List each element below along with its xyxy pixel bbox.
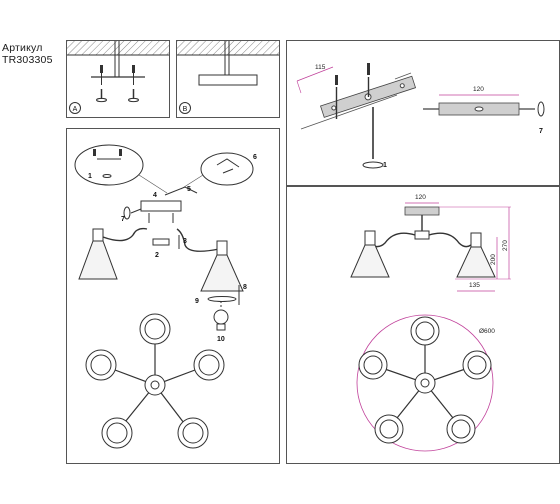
nut-icon [362, 161, 384, 169]
diameter-label: Ø600 [479, 328, 495, 335]
step-number-label: 1 [383, 162, 387, 169]
shade-ring [177, 417, 209, 449]
mount-option-a-panel: A [66, 40, 170, 118]
shade-width-label: 135 [469, 282, 480, 289]
lamp-arm-right [428, 232, 472, 248]
shade-ring [85, 349, 117, 381]
bar-length-label: 120 [473, 86, 484, 93]
option-a-label: A [73, 106, 78, 113]
step-label: 4 [153, 192, 157, 199]
lamp-arm-right [176, 228, 220, 252]
shade-ring [101, 417, 133, 449]
lamp-shade-right [200, 240, 244, 292]
lamp-arm-left [102, 227, 148, 242]
step-label: 7 [121, 216, 125, 223]
dimension-line [296, 66, 334, 82]
shade-ring [462, 350, 492, 380]
diameter-circle [356, 314, 494, 452]
light-bulb-icon [213, 301, 229, 331]
bracket-width-label: 115 [315, 64, 326, 71]
article-code: TR303305 [2, 54, 53, 66]
lamp-shade-left [78, 228, 118, 280]
chandelier-top-view [85, 313, 225, 449]
mount-option-a-diagram: A [67, 41, 169, 114]
article-title: Артикул [2, 42, 43, 54]
assembly-panel: 1 6 5 4 7 2 3 9 [66, 128, 280, 464]
dimensions-diagram: 120 200 270 135 Ø600 [350, 194, 511, 452]
height-270-label: 270 [502, 240, 509, 251]
screw-icon [128, 65, 139, 103]
dimensions-panel: 120 200 270 135 Ø600 [286, 186, 560, 464]
lamp-shade-right [456, 232, 496, 278]
option-badge [69, 102, 81, 114]
step-label: 2 [155, 252, 159, 259]
height-200-label: 200 [490, 254, 497, 265]
step-label: 3 [183, 238, 187, 245]
lamp-shade-left [350, 230, 390, 278]
bracket-install-diagram: 115 1 120 7 [296, 63, 545, 169]
option-badge [179, 102, 191, 114]
screw-icon [96, 65, 107, 103]
ceiling-hatch [67, 41, 169, 55]
article-label: Артикул TR303305 [2, 42, 53, 66]
canopy [404, 206, 440, 216]
canopy-width-label: 120 [415, 194, 426, 201]
step-label: 5 [187, 186, 191, 193]
step-label: 9 [195, 298, 199, 305]
ceiling-hatch [177, 41, 279, 55]
screw-icon [335, 75, 338, 119]
shade-ring [410, 316, 440, 346]
screw-icon [367, 63, 370, 97]
shade-ring [193, 349, 225, 381]
step-label: 6 [253, 154, 257, 161]
lamp-arm-left [370, 232, 416, 248]
mounting-plate [198, 74, 258, 86]
assembly-diagram: 1 6 5 4 7 2 3 9 [74, 144, 257, 449]
shade-ring [446, 414, 476, 444]
callout-wiring [200, 152, 254, 186]
mount-option-b-diagram: B [177, 41, 279, 114]
step-label: 1 [88, 173, 92, 180]
step-label: 10 [217, 336, 225, 343]
shade-ring [374, 414, 404, 444]
chandelier-top-view [358, 316, 492, 444]
nut-icon [537, 101, 545, 117]
tool-number-label: 7 [539, 128, 543, 135]
canopy [140, 200, 182, 212]
shade-ring [358, 350, 388, 380]
nut-icon [123, 206, 131, 220]
shade-ring [139, 313, 171, 345]
step-label: 8 [243, 284, 247, 291]
callout-mount-a [74, 144, 144, 186]
mount-option-b-panel: B [176, 40, 280, 118]
bracket-install-panel: 115 1 120 7 [286, 40, 560, 186]
option-b-label: B [183, 106, 188, 113]
